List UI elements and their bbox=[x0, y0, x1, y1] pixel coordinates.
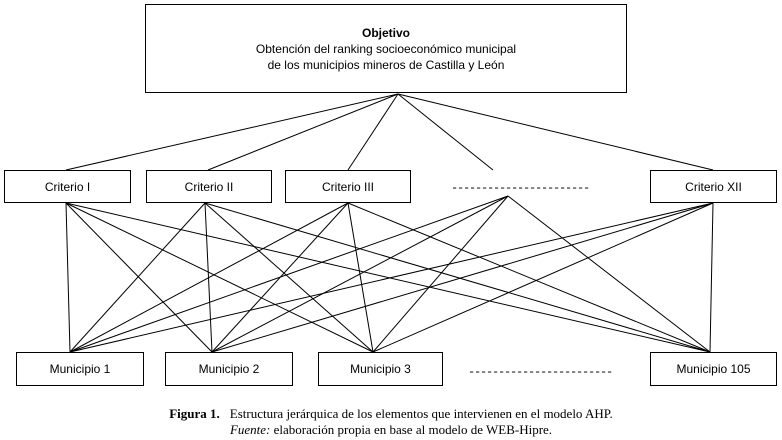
criteria-link-2-3 bbox=[204, 202, 374, 353]
criteria-link-2-1 bbox=[69, 202, 206, 353]
criteria-link-4-2 bbox=[211, 195, 509, 353]
criteria-link-3-4 bbox=[347, 202, 711, 353]
criteria-link-5-2 bbox=[211, 202, 714, 353]
source-label: Fuente: bbox=[229, 422, 271, 437]
figure-text: Estructura jerárquica de los elementos q… bbox=[229, 406, 613, 421]
criteria-link-4-4 bbox=[507, 195, 711, 353]
municipality-box-3: Municipio 3 bbox=[318, 352, 443, 386]
criterion-box-1: Criterio I bbox=[4, 170, 131, 203]
criteria-link-1-1 bbox=[65, 202, 71, 353]
municipality-box-105: Municipio 105 bbox=[650, 352, 777, 386]
objective-line-1: Obtención del ranking socioeconómico mun… bbox=[255, 41, 517, 56]
criteria-link-3-1 bbox=[69, 202, 349, 353]
goal-link-5 bbox=[397, 93, 714, 171]
objective-title: Objetivo bbox=[361, 25, 410, 40]
goal-link-4 bbox=[397, 93, 494, 171]
goal-to-criteria-links bbox=[65, 93, 714, 171]
goal-link-1 bbox=[65, 93, 399, 171]
criteria-link-2-4 bbox=[204, 202, 711, 353]
source-caption: Fuente: elaboración propia en base al mo… bbox=[0, 422, 782, 438]
municipality-box-2: Municipio 2 bbox=[165, 352, 293, 386]
criterion-box-2: Criterio II bbox=[146, 170, 272, 203]
municipalities-ellipsis: ------------------------ bbox=[468, 365, 613, 379]
criteria-link-4-1 bbox=[69, 195, 509, 353]
criterion-box-12: Criterio XII bbox=[650, 170, 777, 203]
criteria-link-1-3 bbox=[65, 202, 374, 353]
criteria-link-1-4 bbox=[65, 202, 711, 353]
figure-label: Figura 1. bbox=[169, 406, 220, 421]
criteria-ellipsis: ----------------------- bbox=[451, 181, 590, 195]
criteria-link-3-3 bbox=[347, 202, 374, 353]
criteria-link-1-2 bbox=[65, 202, 213, 353]
criteria-to-municipality-links bbox=[65, 195, 714, 353]
source-text: elaboración propia en base al modelo de … bbox=[273, 422, 553, 437]
objective-box: Objetivo Obtención del ranking socioecon… bbox=[145, 4, 627, 93]
criteria-link-5-3 bbox=[372, 202, 714, 353]
goal-link-3 bbox=[347, 93, 399, 171]
municipality-box-1: Municipio 1 bbox=[16, 352, 144, 386]
goal-link-2 bbox=[207, 93, 399, 171]
objective-line-2: de los municipios mineros de Castilla y … bbox=[267, 57, 505, 72]
criteria-link-5-1 bbox=[69, 202, 714, 353]
criterion-box-3: Criterio III bbox=[285, 170, 411, 203]
criteria-link-5-4 bbox=[709, 202, 714, 353]
criteria-link-4-3 bbox=[372, 195, 509, 353]
figure-caption: Figura 1. Estructura jerárquica de los el… bbox=[0, 406, 782, 422]
